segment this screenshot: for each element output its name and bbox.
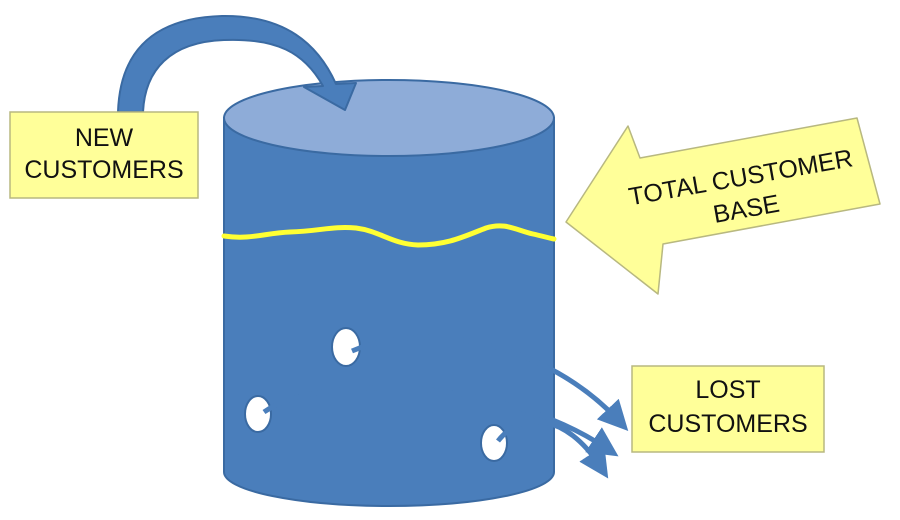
lost-customers-line-1: LOST [695, 376, 760, 404]
lost-customers-arrows [262, 334, 629, 479]
new-customers-line-1: NEW [75, 124, 134, 152]
tank-top [223, 79, 555, 157]
tank-body [223, 117, 555, 507]
new-customers-box [9, 111, 199, 199]
leak-hole [480, 424, 508, 462]
leak-arrow-icon [351, 334, 629, 431]
new-customers-inflow-arrow-icon [117, 14, 357, 113]
new-customers-label: NEW CUSTOMERS [9, 111, 199, 199]
water-level-line [221, 223, 557, 248]
leak-hole [244, 395, 272, 433]
lost-customers-line-2: CUSTOMERS [648, 410, 807, 438]
total-customer-base-pointer: TOTAL CUSTOMER BASE [565, 117, 881, 295]
lost-customers-box [631, 365, 825, 453]
lost-customers-label: LOST CUSTOMERS [631, 365, 825, 453]
new-customers-line-2: CUSTOMERS [24, 156, 183, 184]
leak-arrow-icon [496, 419, 609, 479]
block-arrow-left-icon [565, 117, 881, 295]
customer-tank [221, 79, 557, 507]
leak-arrow-icon [262, 385, 619, 457]
